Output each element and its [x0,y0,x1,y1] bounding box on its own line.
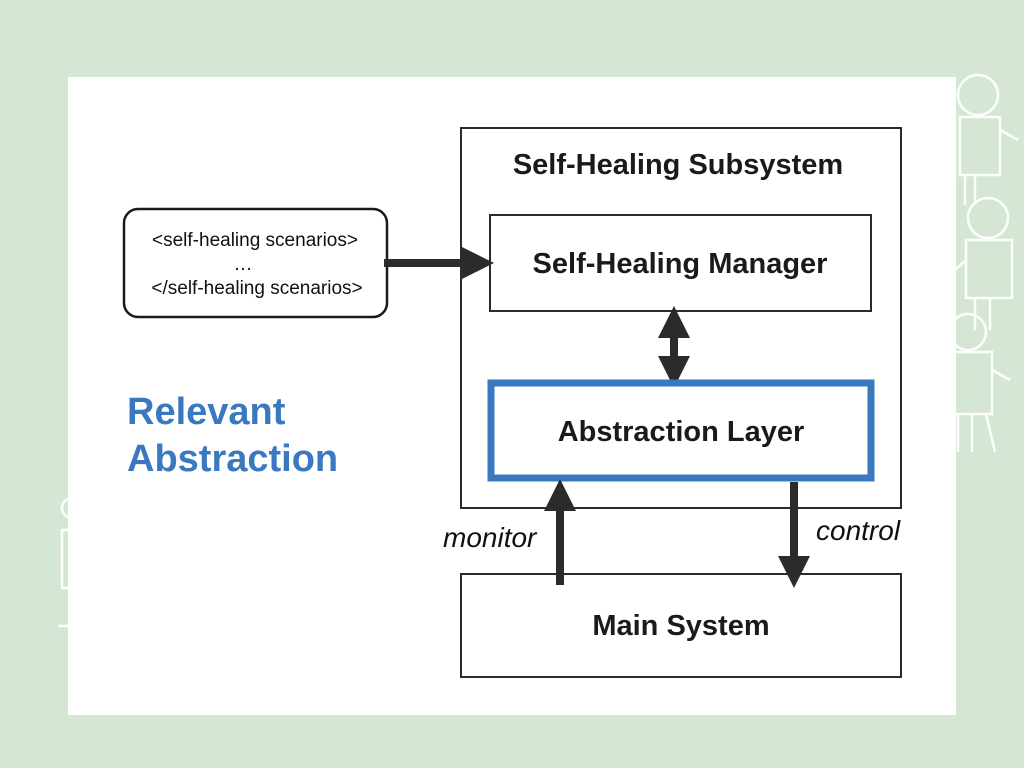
side-heading-line2: Abstraction [127,438,338,480]
main-system-box [460,573,902,678]
subsystem-title: Self-Healing Subsystem [513,149,843,181]
scenario-open-tag: <self-healing scenarios> [152,230,358,251]
main-system-label: Main System [592,610,769,642]
scenario-ellipsis: … [234,254,253,275]
abstraction-layer-box [487,379,875,482]
scenario-close-tag: </self-healing scenarios> [151,278,362,299]
manager-label: Self-Healing Manager [533,248,828,280]
side-heading-line1: Relevant [127,391,286,433]
monitor-label: monitor [443,522,538,553]
subsystem-box [460,127,902,509]
scenario-box [122,207,389,319]
abstraction-layer-label: Abstraction Layer [558,416,805,448]
control-label: control [816,515,901,546]
